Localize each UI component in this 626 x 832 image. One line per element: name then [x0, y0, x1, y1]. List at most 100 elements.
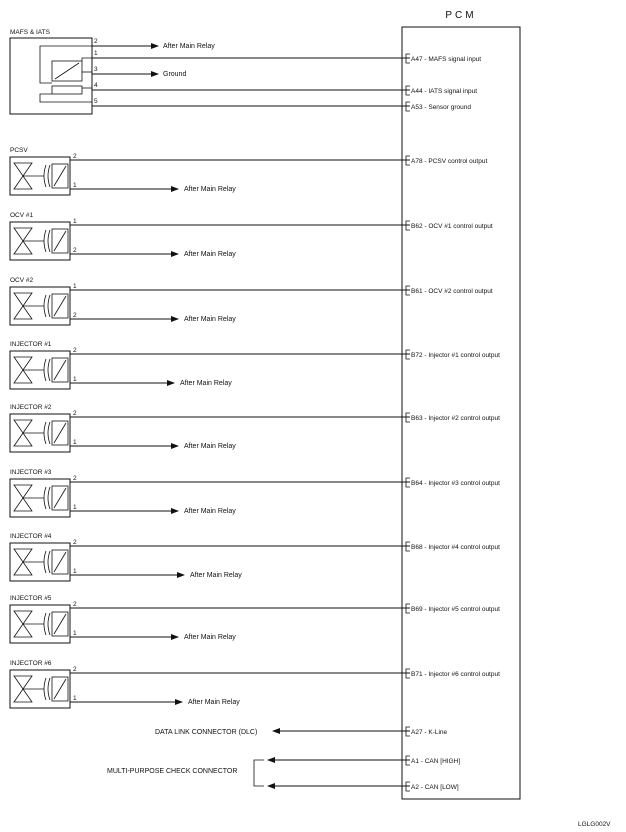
actuator-pin-label: 2	[73, 410, 77, 417]
after-main-relay-label: After Main Relay	[184, 316, 236, 323]
after-main-relay-label: After Main Relay	[190, 572, 242, 579]
pin-label: OCV #1 control output	[428, 223, 493, 230]
maf-element	[51, 60, 83, 82]
after-main-relay-label: After Main Relay	[184, 443, 236, 450]
pin-code: B68	[411, 544, 423, 551]
pin-label: Injector #3 control output	[428, 480, 500, 487]
pin-label: Injector #6 control output	[428, 671, 500, 678]
pcm-pin-label: B61 - OCV #2 control output	[411, 288, 493, 295]
actuator-pin-label: 2	[73, 475, 77, 482]
pcm-pin-label: B69 - Injector #5 control output	[411, 606, 500, 613]
sensor-pin-label: 3	[94, 66, 98, 73]
pcm-pin-label: B63 - Injector #2 control output	[411, 415, 500, 422]
pin-label: Injector #1 control output	[428, 352, 500, 359]
valve-icon	[13, 292, 33, 320]
pin-label: OCV #2 control output	[428, 288, 493, 295]
solenoid-icon	[51, 293, 69, 319]
after-main-relay-label: After Main Relay	[184, 634, 236, 641]
actuator-outline	[9, 478, 71, 518]
sensor-pin-label: 5	[94, 98, 98, 105]
pcm-title: PCM	[445, 10, 476, 21]
solenoid-icon	[51, 485, 69, 511]
actuator-pin-label: 1	[73, 218, 77, 225]
valve-icon	[13, 419, 33, 447]
actuator-name: INJECTOR #2	[10, 404, 52, 411]
valve-icon	[13, 162, 33, 190]
actuator-name: OCV #2	[10, 277, 34, 284]
solenoid-icon	[51, 420, 69, 446]
pin-code: A47	[411, 56, 423, 63]
pcm-pin-label: B68 - Injector #4 control output	[411, 544, 500, 551]
pcm-pin-a53: A53 - Sensor ground	[405, 101, 471, 112]
mpc-connection: MULTI-PURPOSE CHECK CONNECTOR A1 - CAN […	[107, 755, 460, 792]
actuator-outline	[9, 669, 71, 709]
actuator-pin-label: 2	[73, 601, 77, 608]
pin-code: B71	[411, 671, 423, 678]
actuator-pin-label: 1	[73, 568, 77, 575]
pcm-pin-label: A78 - PCSV control output	[411, 158, 487, 165]
actuator-pin-label: 1	[73, 504, 77, 511]
pcm-pin-label: B71 - Injector #6 control output	[411, 671, 500, 678]
actuator-name: INJECTOR #1	[10, 341, 52, 348]
pin-code: B72	[411, 352, 423, 359]
pcm-pin-a47: A47 - MAFS signal input	[405, 53, 481, 64]
figure-code: LGLG002V	[578, 821, 611, 828]
dlc-label: DATA LINK CONNECTOR (DLC)	[155, 729, 257, 736]
actuator-pin-label: 1	[73, 439, 77, 446]
iat-element	[51, 85, 83, 95]
pin-label: PCSV control output	[428, 158, 487, 165]
pcm-pin-label: B72 - Injector #1 control output	[411, 352, 500, 359]
after-main-relay-label: After Main Relay	[184, 186, 236, 193]
sensor-outline	[9, 37, 93, 115]
valve-icon	[13, 548, 33, 576]
actuator-pin-label: 1	[73, 283, 77, 290]
svg-text:A44 - IATS signal input: A44 - IATS signal input	[411, 88, 477, 95]
solenoid-icon	[51, 549, 69, 575]
pin-code: A53	[411, 104, 423, 111]
sensor-name: MAFS & IATS	[10, 29, 51, 36]
sensor-pin-label: 4	[94, 82, 98, 89]
solenoid-icon	[51, 676, 69, 702]
after-main-relay-label: After Main Relay	[188, 699, 240, 706]
pin-code: B64	[411, 480, 423, 487]
valve-icon	[13, 484, 33, 512]
actuator-name: INJECTOR #3	[10, 469, 52, 476]
actuator-pin-label: 2	[73, 666, 77, 673]
after-main-relay-label: After Main Relay	[184, 251, 236, 258]
pcm-pin-a1: A1 - CAN [HIGH]	[411, 758, 460, 765]
pin-label: Injector #5 control output	[428, 606, 500, 613]
ground-label: Ground	[163, 71, 186, 78]
pin-code: B63	[411, 415, 423, 422]
pin-label: IATS signal input	[428, 88, 477, 95]
valve-icon	[13, 610, 33, 638]
pin-code: B62	[411, 223, 423, 230]
solenoid-icon	[51, 357, 69, 383]
actuator-name: INJECTOR #5	[10, 595, 52, 602]
actuator-pin-label: 2	[73, 347, 77, 354]
pcm-pin-a44: A44 - IATS signal input	[405, 85, 477, 96]
actuator-name: INJECTOR #6	[10, 660, 52, 667]
mpc-label: MULTI-PURPOSE CHECK CONNECTOR	[107, 768, 237, 775]
actuator-pin-label: 2	[73, 312, 77, 319]
pin-code: B69	[411, 606, 423, 613]
pcm-pin-label: B62 - OCV #1 control output	[411, 223, 493, 230]
svg-text:A53 - Sensor ground: A53 - Sensor ground	[411, 104, 471, 111]
actuator-pin-label: 1	[73, 630, 77, 637]
valve-icon	[13, 356, 33, 384]
after-main-relay-label: After Main Relay	[184, 508, 236, 515]
actuator-pin-label: 2	[73, 539, 77, 546]
actuator-outline	[9, 413, 71, 453]
actuator-pin-label: 2	[73, 153, 77, 160]
pin-label: Injector #2 control output	[428, 415, 500, 422]
sensor-pin-label: 2	[94, 38, 98, 45]
actuator-name: OCV #1	[10, 212, 34, 219]
actuator-pin-label: 1	[73, 376, 77, 383]
actuator-outline	[9, 350, 71, 390]
solenoid-icon	[51, 228, 69, 254]
